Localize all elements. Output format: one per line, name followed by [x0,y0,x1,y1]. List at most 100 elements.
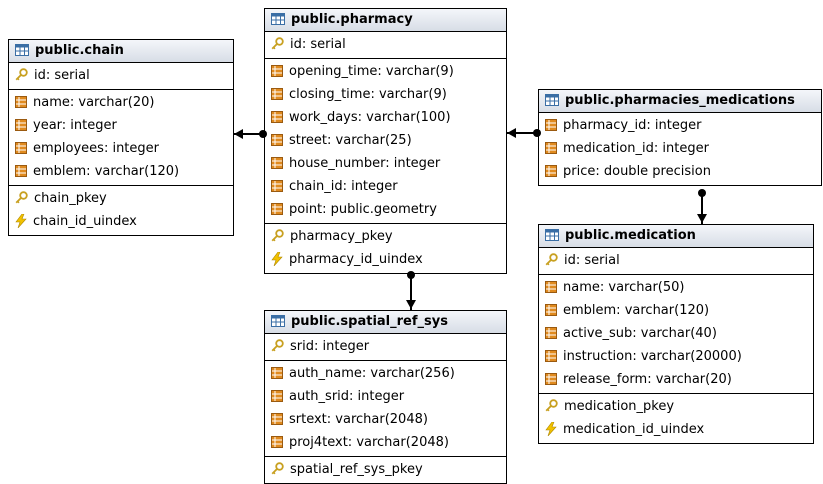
column-row[interactable]: name: varchar(50) [539,276,813,299]
column-label: point: public.geometry [289,202,437,217]
relation-pharmacy-chain[interactable] [234,129,267,139]
pk-label: srid: integer [290,339,370,354]
table-pharmacies-medications-header[interactable]: public.pharmacies_medications [539,90,821,113]
key-label: medication_pkey [564,399,675,414]
column-row[interactable]: work_days: varchar(100) [265,106,506,129]
column-row[interactable]: auth_srid: integer [265,385,506,408]
column-row[interactable]: active_sub: varchar(40) [539,322,813,345]
column-row[interactable]: point: public.geometry [265,198,506,221]
columns-section: opening_time: varchar(9) closing_time: v… [265,59,506,224]
column-row[interactable]: auth_name: varchar(256) [265,362,506,385]
column-row[interactable]: year: integer [9,114,233,137]
column-row[interactable]: proj4text: varchar(2048) [265,431,506,454]
table-medication[interactable]: public.medication id: serial name: varch… [538,224,814,444]
key-icon [271,229,284,242]
key-row[interactable]: pharmacy_pkey [265,225,506,248]
lightning-icon [545,421,557,436]
column-label: price: double precision [563,164,711,179]
columns-section: name: varchar(50) emblem: varchar(120) a… [539,275,813,394]
pk-label: id: serial [290,37,346,52]
column-icon [15,95,27,108]
column-label: srtext: varchar(2048) [289,412,428,427]
column-label: auth_srid: integer [289,389,405,404]
columns-section: pharmacy_id: integer medication_id: inte… [539,113,821,185]
keys-section: pharmacy_pkey pharmacy_id_uindex [265,224,506,273]
key-icon [545,399,558,412]
column-label: work_days: varchar(100) [289,110,451,125]
column-label: emblem: varchar(120) [563,303,710,318]
lightning-icon [271,251,283,266]
pk-section: id: serial [9,63,233,90]
column-row[interactable]: house_number: integer [265,152,506,175]
column-row[interactable]: employees: integer [9,137,233,160]
column-row[interactable]: closing_time: varchar(9) [265,83,506,106]
pk-section: srid: integer [265,334,506,361]
index-label: chain_id_uindex [33,214,137,229]
column-row[interactable]: emblem: varchar(120) [9,160,233,183]
table-chain[interactable]: public.chain id: serial name: varchar(20… [8,39,234,236]
key-icon [271,37,284,50]
column-row[interactable]: street: varchar(25) [265,129,506,152]
index-label: medication_id_uindex [563,422,705,437]
column-row[interactable]: name: varchar(20) [9,91,233,114]
column-row[interactable]: price: double precision [539,160,821,183]
column-row[interactable]: pharmacy_id: integer [539,114,821,137]
column-icon [545,303,557,316]
index-row[interactable]: chain_id_uindex [9,210,233,233]
column-icon [545,141,557,154]
index-label: pharmacy_id_uindex [289,252,423,267]
relation-pharmacies-medications-pharmacy[interactable] [507,128,541,138]
table-chain-header[interactable]: public.chain [9,40,233,63]
column-row[interactable]: emblem: varchar(120) [539,299,813,322]
keys-section: spatial_ref_sys_pkey [265,457,506,483]
column-row[interactable]: chain_id: integer [265,175,506,198]
key-label: pharmacy_pkey [290,229,393,244]
table-pharmacies-medications-title: public.pharmacies_medications [565,93,795,108]
table-pharmacy-header[interactable]: public.pharmacy [265,9,506,32]
column-label: employees: integer [33,141,159,156]
pk-row[interactable]: id: serial [265,33,506,56]
table-icon [271,315,285,327]
pk-row[interactable]: id: serial [9,64,233,87]
index-row[interactable]: pharmacy_id_uindex [265,248,506,271]
column-icon [271,179,283,192]
table-medication-header[interactable]: public.medication [539,225,813,248]
column-row[interactable]: srtext: varchar(2048) [265,408,506,431]
keys-section: chain_pkey chain_id_uindex [9,186,233,235]
column-row[interactable]: instruction: varchar(20000) [539,345,813,368]
table-icon [545,94,559,106]
table-chain-title: public.chain [35,43,124,58]
table-icon [15,44,29,56]
index-row[interactable]: medication_id_uindex [539,418,813,441]
table-medication-title: public.medication [565,228,696,243]
column-row[interactable]: opening_time: varchar(9) [265,60,506,83]
table-pharmacy[interactable]: public.pharmacy id: serial opening_time:… [264,8,507,274]
pk-row[interactable]: srid: integer [265,335,506,358]
column-icon [271,435,283,448]
key-row[interactable]: spatial_ref_sys_pkey [265,458,506,481]
key-label: spatial_ref_sys_pkey [290,462,423,477]
pk-row[interactable]: id: serial [539,249,813,272]
column-row[interactable]: medication_id: integer [539,137,821,160]
table-spatial-ref-sys-title: public.spatial_ref_sys [291,314,448,329]
column-label: auth_name: varchar(256) [289,366,455,381]
column-icon [271,202,283,215]
table-pharmacies-medications[interactable]: public.pharmacies_medications pharmacy_i… [538,89,822,186]
columns-section: name: varchar(20) year: integer employee… [9,90,233,186]
key-row[interactable]: chain_pkey [9,187,233,210]
key-icon [545,253,558,266]
column-icon [271,64,283,77]
column-icon [271,133,283,146]
column-icon [271,156,283,169]
column-label: name: varchar(50) [563,280,685,295]
column-label: proj4text: varchar(2048) [289,435,449,450]
table-icon [545,229,559,241]
column-label: emblem: varchar(120) [33,164,180,179]
key-row[interactable]: medication_pkey [539,395,813,418]
relation-pharmacy-spatial-ref-sys[interactable] [406,271,416,310]
column-icon [271,87,283,100]
relation-pharmacies-medications-medication[interactable] [697,189,707,224]
column-row[interactable]: release_form: varchar(20) [539,368,813,391]
table-spatial-ref-sys[interactable]: public.spatial_ref_sys srid: integer aut… [264,310,507,484]
table-spatial-ref-sys-header[interactable]: public.spatial_ref_sys [265,311,506,334]
